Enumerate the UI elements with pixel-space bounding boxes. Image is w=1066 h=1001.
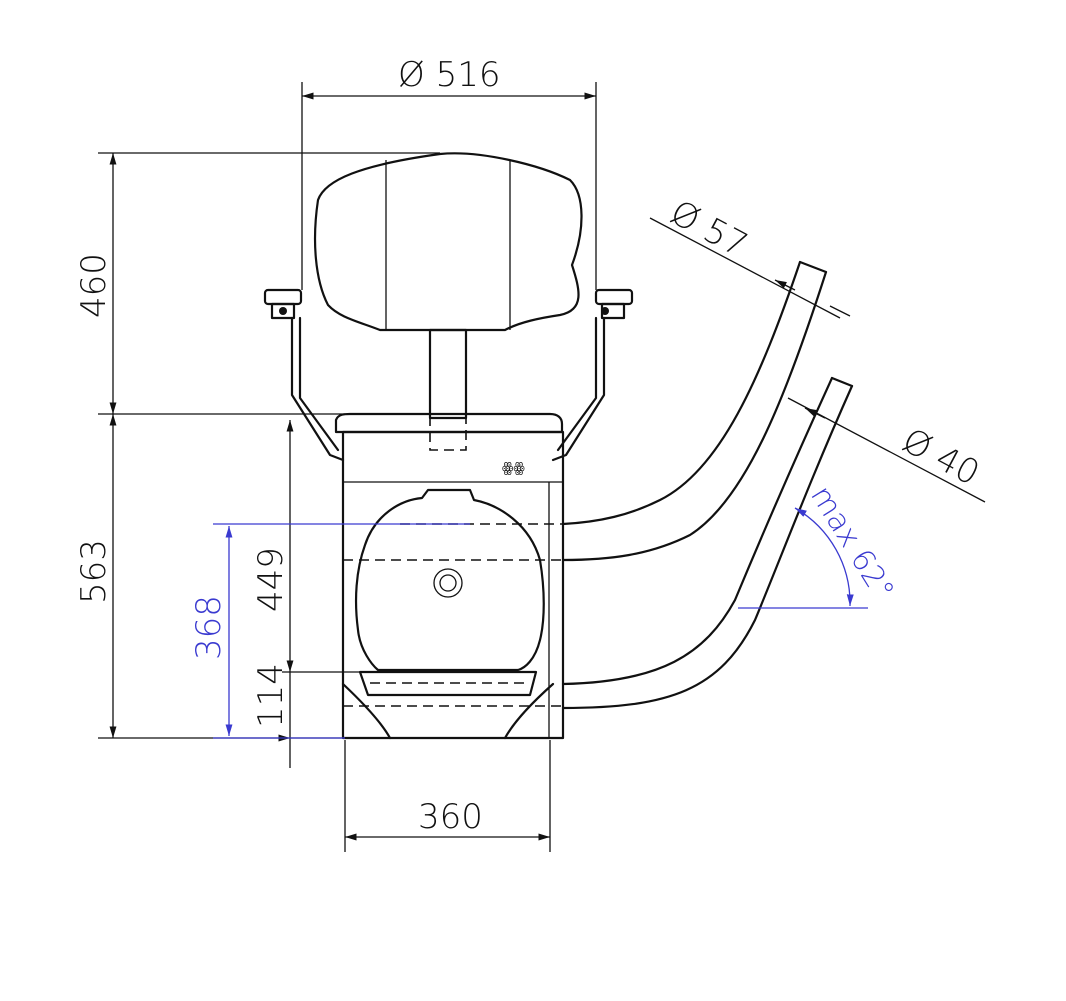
housing xyxy=(341,430,565,740)
footplate xyxy=(358,670,538,697)
rail-small xyxy=(561,376,854,710)
dim-footrest-reach: 368 xyxy=(189,595,229,660)
dim-rail-large: Ø 57 xyxy=(664,193,754,266)
dim-bottom-offset: 114 xyxy=(251,663,291,728)
dim-seat-height: 449 xyxy=(251,547,291,612)
svg-text:ꙮꙮ: ꙮꙮ xyxy=(502,461,525,476)
dim-base-width: 360 xyxy=(418,797,483,837)
dim-rail-small: Ø 40 xyxy=(896,421,986,494)
blue-dimension-lines xyxy=(213,507,868,739)
chair-body: ꙮꙮ xyxy=(263,152,634,740)
gear-icon xyxy=(433,568,463,598)
armrest-right-knob xyxy=(594,288,634,306)
dimension-lines xyxy=(98,82,986,852)
drive-cover xyxy=(354,488,545,672)
armrest-left-knob xyxy=(263,288,303,306)
dim-max-angle: max 62° xyxy=(803,480,901,607)
backrest-post xyxy=(428,328,468,420)
seat xyxy=(334,412,564,434)
dim-lower-height: 563 xyxy=(74,539,114,604)
backrest xyxy=(313,152,583,332)
dim-top-width: Ø 516 xyxy=(398,55,500,95)
dim-backrest-height: 460 xyxy=(74,253,114,318)
rail-large xyxy=(561,260,828,562)
